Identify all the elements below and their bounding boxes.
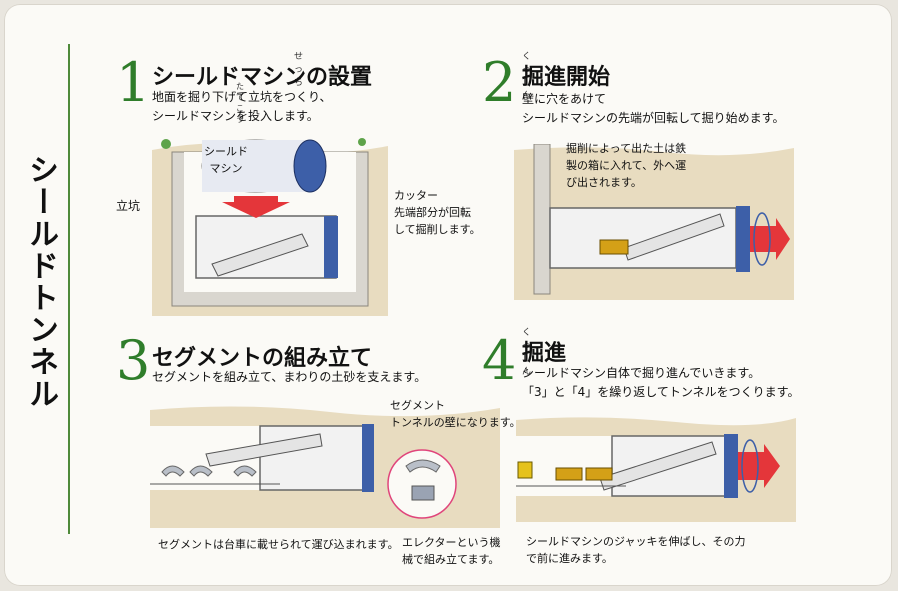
step-4-desc: シールドマシン自体で掘り進んでいきます。 「3」と「4」を繰り返してトンネルをつ… bbox=[522, 366, 800, 399]
step-4-figure bbox=[516, 417, 796, 522]
step-2-number: 2 bbox=[482, 51, 517, 114]
step-1-ruby-2: たてこう bbox=[236, 82, 245, 124]
vertical-title: シールドトンネル bbox=[23, 154, 58, 410]
step-2-figure bbox=[514, 144, 794, 300]
step-1-ruby: せっち bbox=[294, 52, 307, 88]
label-machine: シールド マシン bbox=[204, 145, 248, 175]
step-1-figure bbox=[152, 138, 388, 316]
step-1-number: 1 bbox=[116, 51, 151, 114]
label-jack: シールドマシンのジャッキを伸ばし、その力 で前に進みます。 bbox=[526, 535, 746, 565]
label-soil: 掘削によって出た土は鉄 製の箱に入れて、外へ運 び出されます。 bbox=[566, 142, 687, 189]
step-3-figure bbox=[150, 406, 500, 528]
step-2-desc: 壁に穴をあけて シールドマシンの先端が回転して掘り始めます。 bbox=[522, 92, 785, 125]
step-1-title: シールドマシンの設置 bbox=[152, 65, 373, 90]
title-divider bbox=[68, 44, 70, 534]
brochure-card: シールドトンネル 1 せっち シールドマシンの設置 たてこう 地面を掘り下げて立… bbox=[4, 4, 892, 586]
label-shaft: 立坑 bbox=[116, 199, 141, 213]
step-3-number: 3 bbox=[116, 329, 151, 392]
step-3-desc: セグメントを組み立て、まわりの土砂を支えます。 bbox=[152, 370, 427, 384]
step-3-title: セグメントの組み立て bbox=[152, 346, 373, 371]
step-2-title: 掘進開始 bbox=[522, 65, 611, 90]
step-2-ruby: くっしん bbox=[522, 52, 535, 101]
label-segment-wall: セグメント トンネルの壁になります。 bbox=[390, 399, 521, 429]
label-erector: エレクターという機 械で組み立てます。 bbox=[402, 536, 501, 566]
step-4-ruby: くっしん bbox=[522, 328, 535, 377]
step-4-number: 4 bbox=[482, 329, 517, 392]
label-segment-cart: セグメントは台車に載せられて運び込まれます。 bbox=[158, 538, 399, 551]
step-1-desc: 地面を掘り下げて立坑をつくり、 シールドマシンを投入します。 bbox=[152, 90, 332, 123]
step-4-title: 掘進 bbox=[522, 341, 567, 366]
label-cutter: カッター 先端部分が回転 して掘削します。 bbox=[394, 189, 481, 236]
